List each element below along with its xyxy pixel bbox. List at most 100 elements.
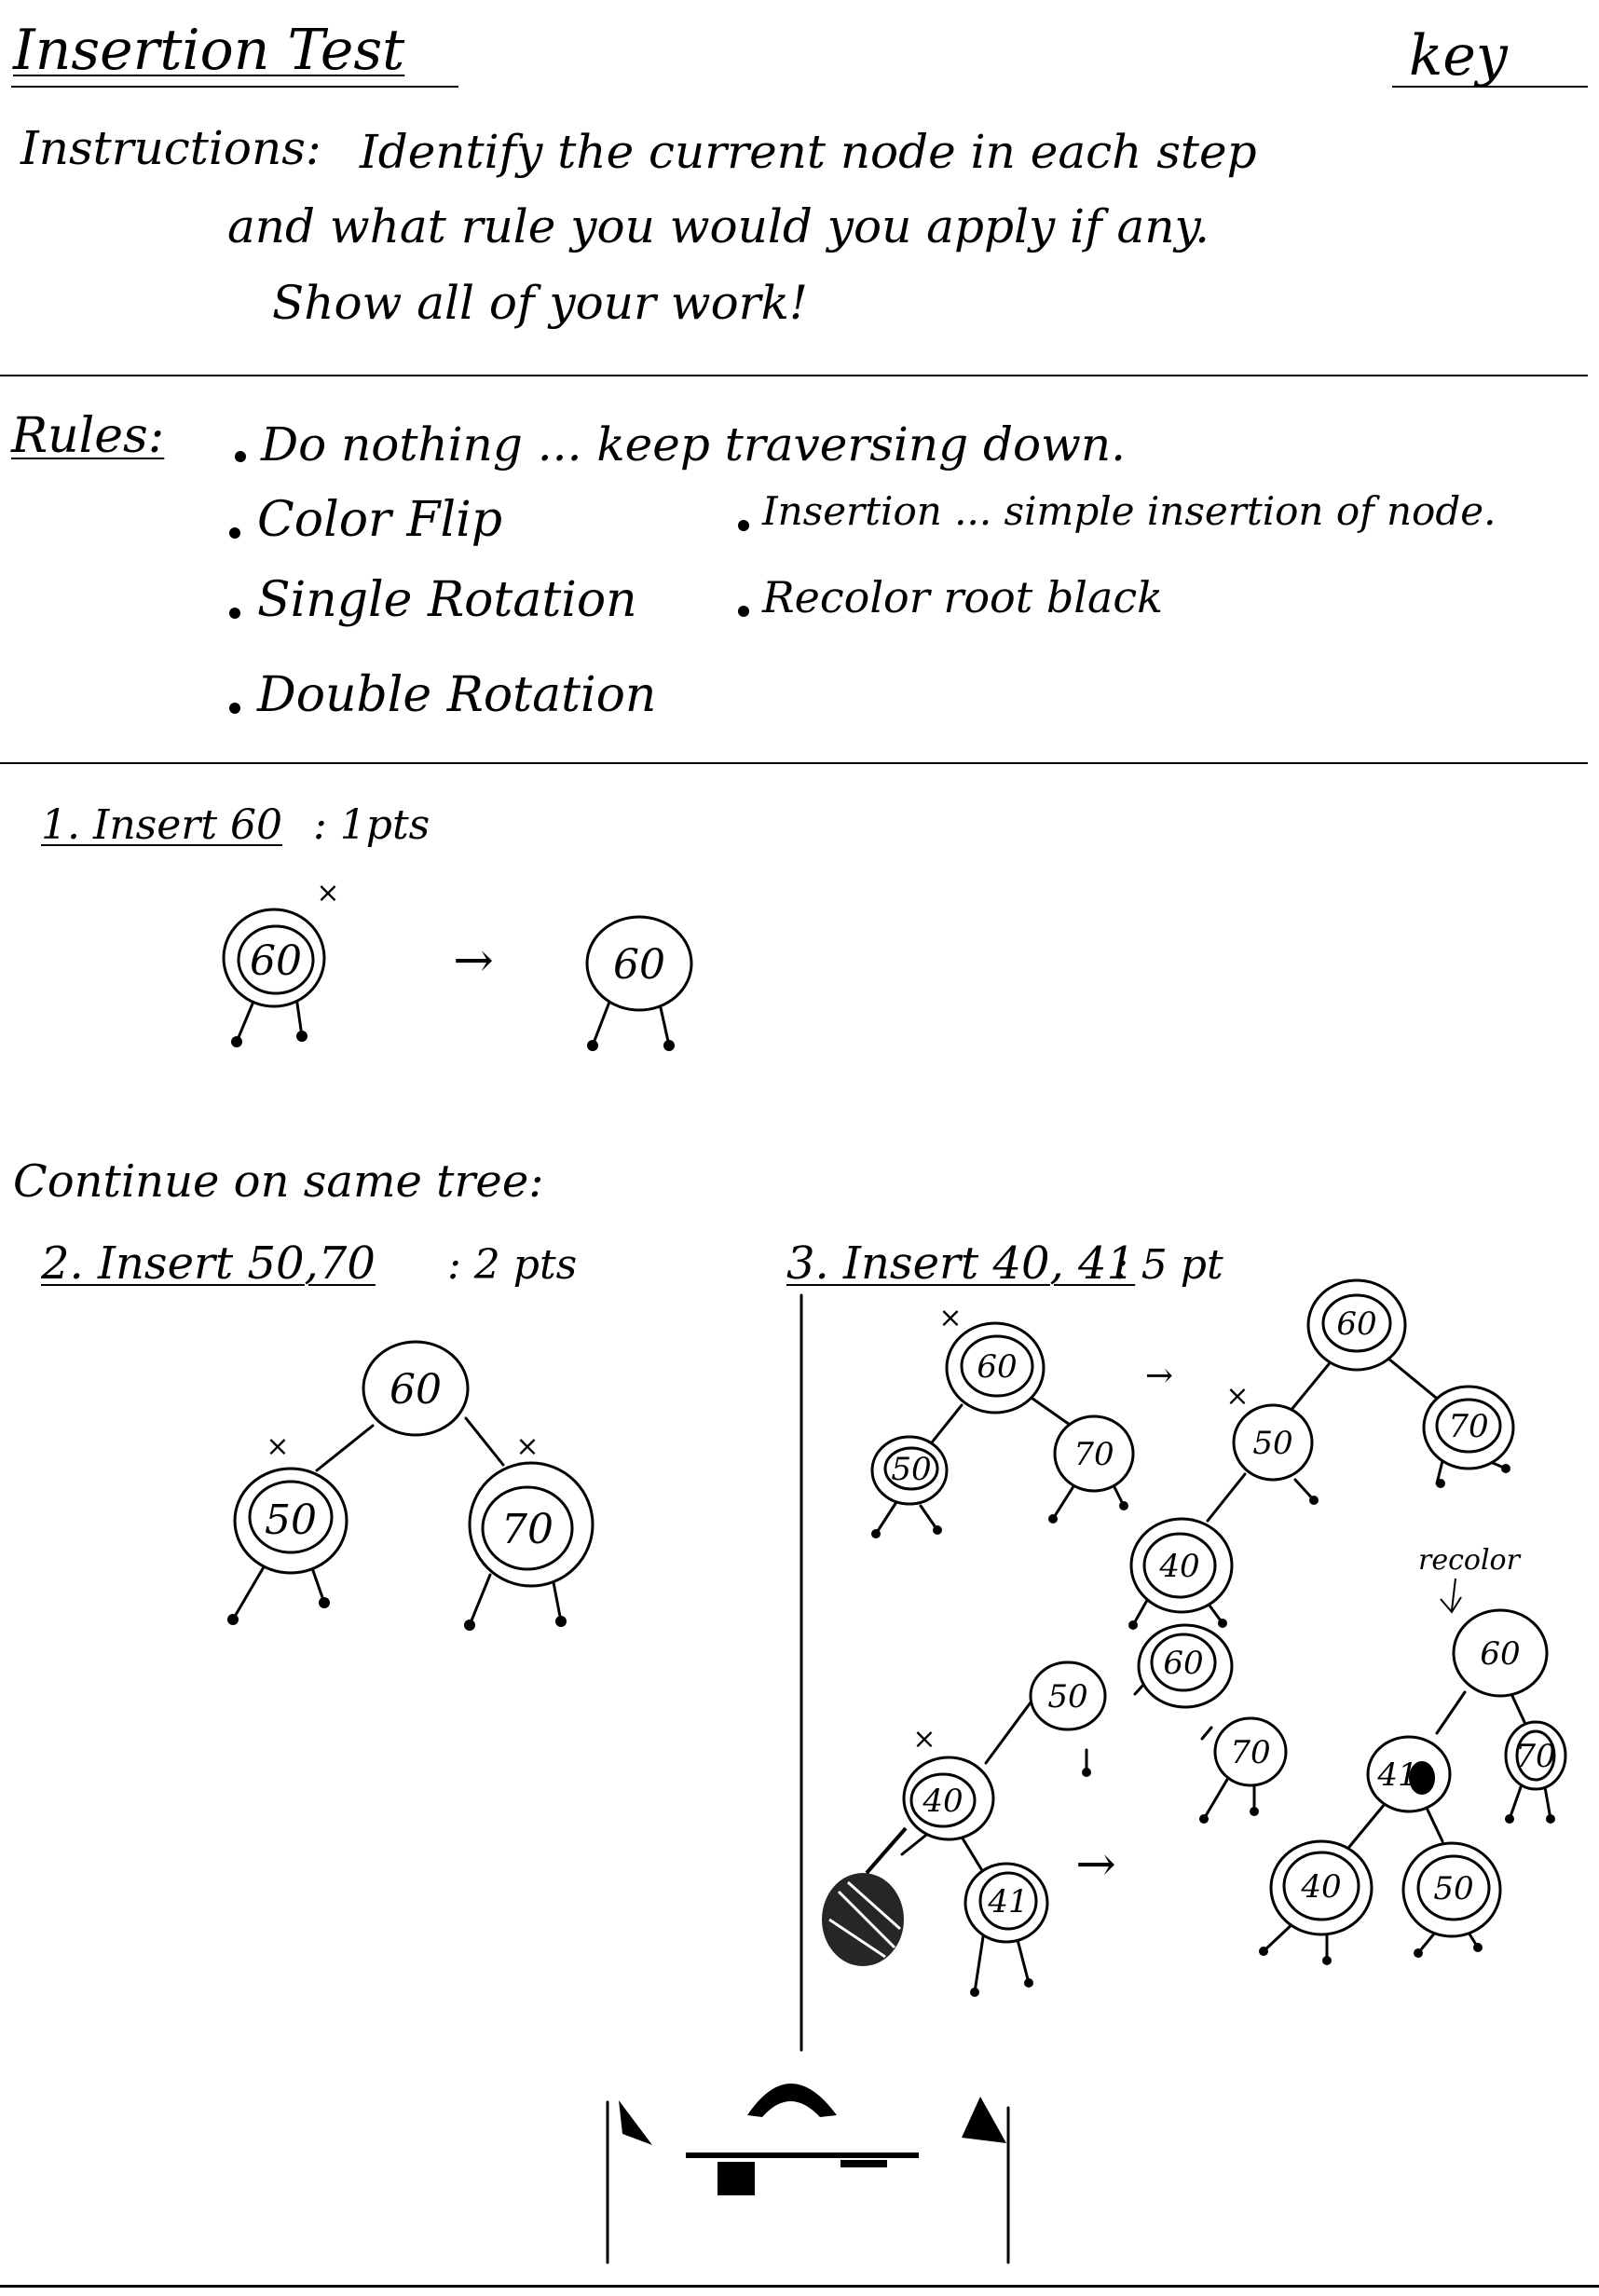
question-3-points: : 5 pt bbox=[1114, 1241, 1223, 1289]
rule-item: Double Rotation bbox=[257, 667, 657, 723]
step-arrow: → bbox=[1075, 1837, 1116, 1893]
node-label: 50 bbox=[1433, 1870, 1473, 1907]
node-label: 60 bbox=[977, 1348, 1017, 1386]
bottom-border bbox=[0, 2285, 1599, 2288]
node-label: 60 bbox=[1336, 1305, 1376, 1343]
node-label: 40 bbox=[1300, 1868, 1341, 1906]
tree-node-black bbox=[1029, 1660, 1107, 1731]
scribbled-node bbox=[822, 1826, 908, 1966]
step-arrow: → bbox=[1145, 1357, 1173, 1395]
title-underline bbox=[11, 86, 458, 88]
tree-edge bbox=[309, 1564, 326, 1605]
node-label: 41 bbox=[1376, 1756, 1417, 1794]
tree-edge bbox=[958, 1832, 988, 1879]
node-label: 40 bbox=[922, 1783, 963, 1820]
tree-edge bbox=[1543, 1785, 1552, 1821]
tree-edge bbox=[315, 1424, 375, 1472]
tree-edge bbox=[235, 995, 257, 1044]
instructions-line-3: Show all of your work! bbox=[272, 276, 808, 330]
instructions-line-1: Identify the current node in each step bbox=[360, 125, 1257, 179]
tree-node-red bbox=[1213, 1716, 1288, 1787]
tree-edge bbox=[930, 1403, 964, 1444]
tree-edge bbox=[874, 1500, 898, 1536]
key-underline bbox=[1392, 86, 1588, 88]
node-label: 60 bbox=[1163, 1645, 1203, 1682]
node-label: 70 bbox=[1073, 1436, 1114, 1473]
tree-edge bbox=[1202, 1776, 1230, 1821]
current-node-marker: × bbox=[938, 1302, 962, 1334]
current-node-marker: × bbox=[316, 877, 339, 909]
rules-label: Rules: bbox=[11, 408, 165, 464]
tree-edge bbox=[1051, 1482, 1077, 1521]
bullet bbox=[235, 451, 246, 462]
tree-edge bbox=[1510, 1692, 1526, 1724]
tree-edge bbox=[1508, 1785, 1523, 1821]
question-3-heading: 3. Insert 40, 41 bbox=[786, 1237, 1136, 1290]
bullet bbox=[229, 608, 240, 619]
page-title: Insertion Test bbox=[13, 18, 405, 83]
node-label: 41 bbox=[987, 1883, 1028, 1920]
tree-edge bbox=[1424, 1804, 1444, 1843]
tree-node-black bbox=[1452, 1608, 1549, 1698]
key-label: key bbox=[1409, 23, 1508, 89]
question-1-heading: 1. Insert 60 bbox=[41, 801, 282, 849]
node-label: 70 bbox=[1448, 1408, 1488, 1445]
tree-edge bbox=[1262, 1920, 1297, 1953]
rule-item: Single Rotation bbox=[257, 572, 637, 628]
tree-edge bbox=[1387, 1357, 1442, 1403]
question-1-points: : 1pts bbox=[313, 801, 430, 849]
recolor-note: recolor bbox=[1418, 1544, 1522, 1577]
bottom-sketch bbox=[619, 2084, 1006, 2195]
current-node-marker: × bbox=[1225, 1380, 1249, 1413]
tree-node-red bbox=[1053, 1414, 1135, 1493]
rule-item: Do nothing ... keep traversing down. bbox=[261, 417, 1127, 472]
bullet bbox=[738, 606, 749, 617]
filled-mark bbox=[1409, 1761, 1435, 1795]
tree-node-black bbox=[1232, 1403, 1314, 1482]
node-label: 60 bbox=[1480, 1635, 1520, 1673]
tree-edge bbox=[1284, 1362, 1331, 1418]
node-label: 40 bbox=[1158, 1548, 1199, 1585]
node-label: 70 bbox=[501, 1506, 554, 1553]
bullet bbox=[229, 703, 240, 714]
node-label: 50 bbox=[891, 1451, 931, 1488]
question-2-points: : 2 pts bbox=[447, 1241, 578, 1289]
leaf-dots bbox=[227, 1031, 1555, 1997]
question-2-heading: 2. Insert 50,70 bbox=[41, 1237, 376, 1290]
rule-item: Insertion ... simple insertion of node. bbox=[762, 488, 1496, 534]
node-label: 70 bbox=[1515, 1738, 1555, 1775]
node-label: 60 bbox=[390, 1366, 442, 1414]
tree-edge bbox=[591, 995, 613, 1047]
step-arrow: → bbox=[453, 933, 494, 989]
tree-edge bbox=[1200, 1726, 1213, 1741]
current-node-marker: × bbox=[912, 1723, 936, 1756]
bullet bbox=[229, 527, 240, 539]
sketch-line bbox=[606, 2100, 1010, 2264]
node-label: 50 bbox=[265, 1496, 317, 1544]
tree-edge bbox=[468, 1573, 492, 1627]
current-node-marker: × bbox=[266, 1430, 289, 1463]
instructions-line-2: and what rule you would you apply if any… bbox=[227, 199, 1210, 253]
rule-item: Color Flip bbox=[257, 492, 503, 548]
tree-edge bbox=[1435, 1690, 1467, 1735]
instructions-label: Instructions: bbox=[20, 121, 321, 175]
tree-node-black bbox=[585, 915, 693, 1012]
tree-edge bbox=[973, 1929, 986, 1994]
current-node-marker: × bbox=[515, 1430, 539, 1463]
node-label: 50 bbox=[1047, 1678, 1087, 1715]
tree-node-black bbox=[1366, 1735, 1452, 1813]
tree-edge bbox=[919, 1504, 939, 1532]
section-divider-2 bbox=[0, 762, 1588, 764]
node-label: 50 bbox=[1252, 1425, 1292, 1462]
node-label: 70 bbox=[1230, 1734, 1270, 1771]
node-label: 60 bbox=[250, 937, 302, 985]
tree-edge bbox=[1347, 1802, 1387, 1849]
recolor-arrow bbox=[1440, 1578, 1462, 1614]
tree-edge bbox=[231, 1564, 266, 1621]
node-label: 60 bbox=[613, 941, 665, 989]
continue-note: Continue on same tree: bbox=[13, 1155, 544, 1208]
rule-item: Recolor root black bbox=[762, 572, 1164, 622]
bullet bbox=[738, 520, 749, 531]
